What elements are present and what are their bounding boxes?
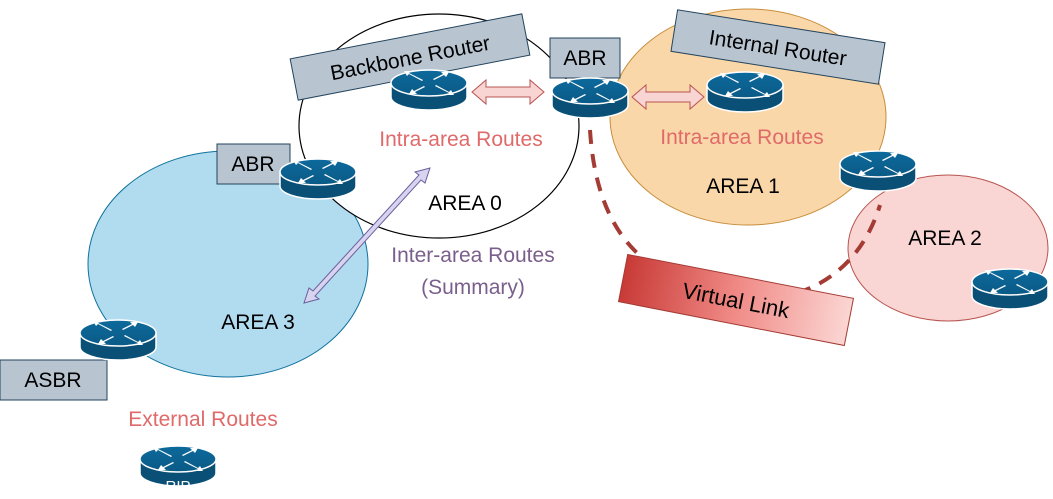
virtual-link-box: Virtual Link — [617, 253, 855, 347]
abr-area2-router-icon — [839, 150, 917, 192]
intra-arrow-area1 — [631, 83, 705, 111]
rip-badge: RIP — [165, 478, 190, 495]
abr-center-router-icon — [551, 77, 629, 119]
backbone-router-icon — [390, 69, 468, 111]
intra-arrow-area0 — [471, 78, 545, 106]
area1-label: AREA 1 — [706, 175, 780, 198]
area2-router-icon — [971, 268, 1049, 310]
abr-center-label: ABR — [563, 47, 606, 70]
area0-label: AREA 0 — [428, 192, 502, 215]
intra-area0-routes-label: Intra-area Routes — [379, 128, 542, 151]
asbr-box: ASBR — [0, 359, 108, 401]
abr-left-label: ABR — [231, 153, 274, 176]
asbr-router-icon — [79, 319, 157, 361]
abr-left-box: ABR — [216, 143, 291, 185]
inter-area-summary-label: (Summary) — [421, 276, 525, 299]
area2-label: AREA 2 — [908, 227, 982, 250]
asbr-label: ASBR — [24, 369, 81, 392]
internal-router-icon — [706, 71, 784, 113]
inter-area-arrow — [303, 167, 431, 304]
external-routes-label: External Routes — [128, 408, 277, 431]
intra-area1-routes-label: Intra-area Routes — [660, 126, 823, 149]
inter-area-routes-label: Inter-area Routes — [391, 244, 554, 267]
area3-label: AREA 3 — [221, 311, 295, 334]
abr-left-router-icon — [279, 158, 357, 200]
abr-center-box: ABR — [549, 37, 621, 79]
